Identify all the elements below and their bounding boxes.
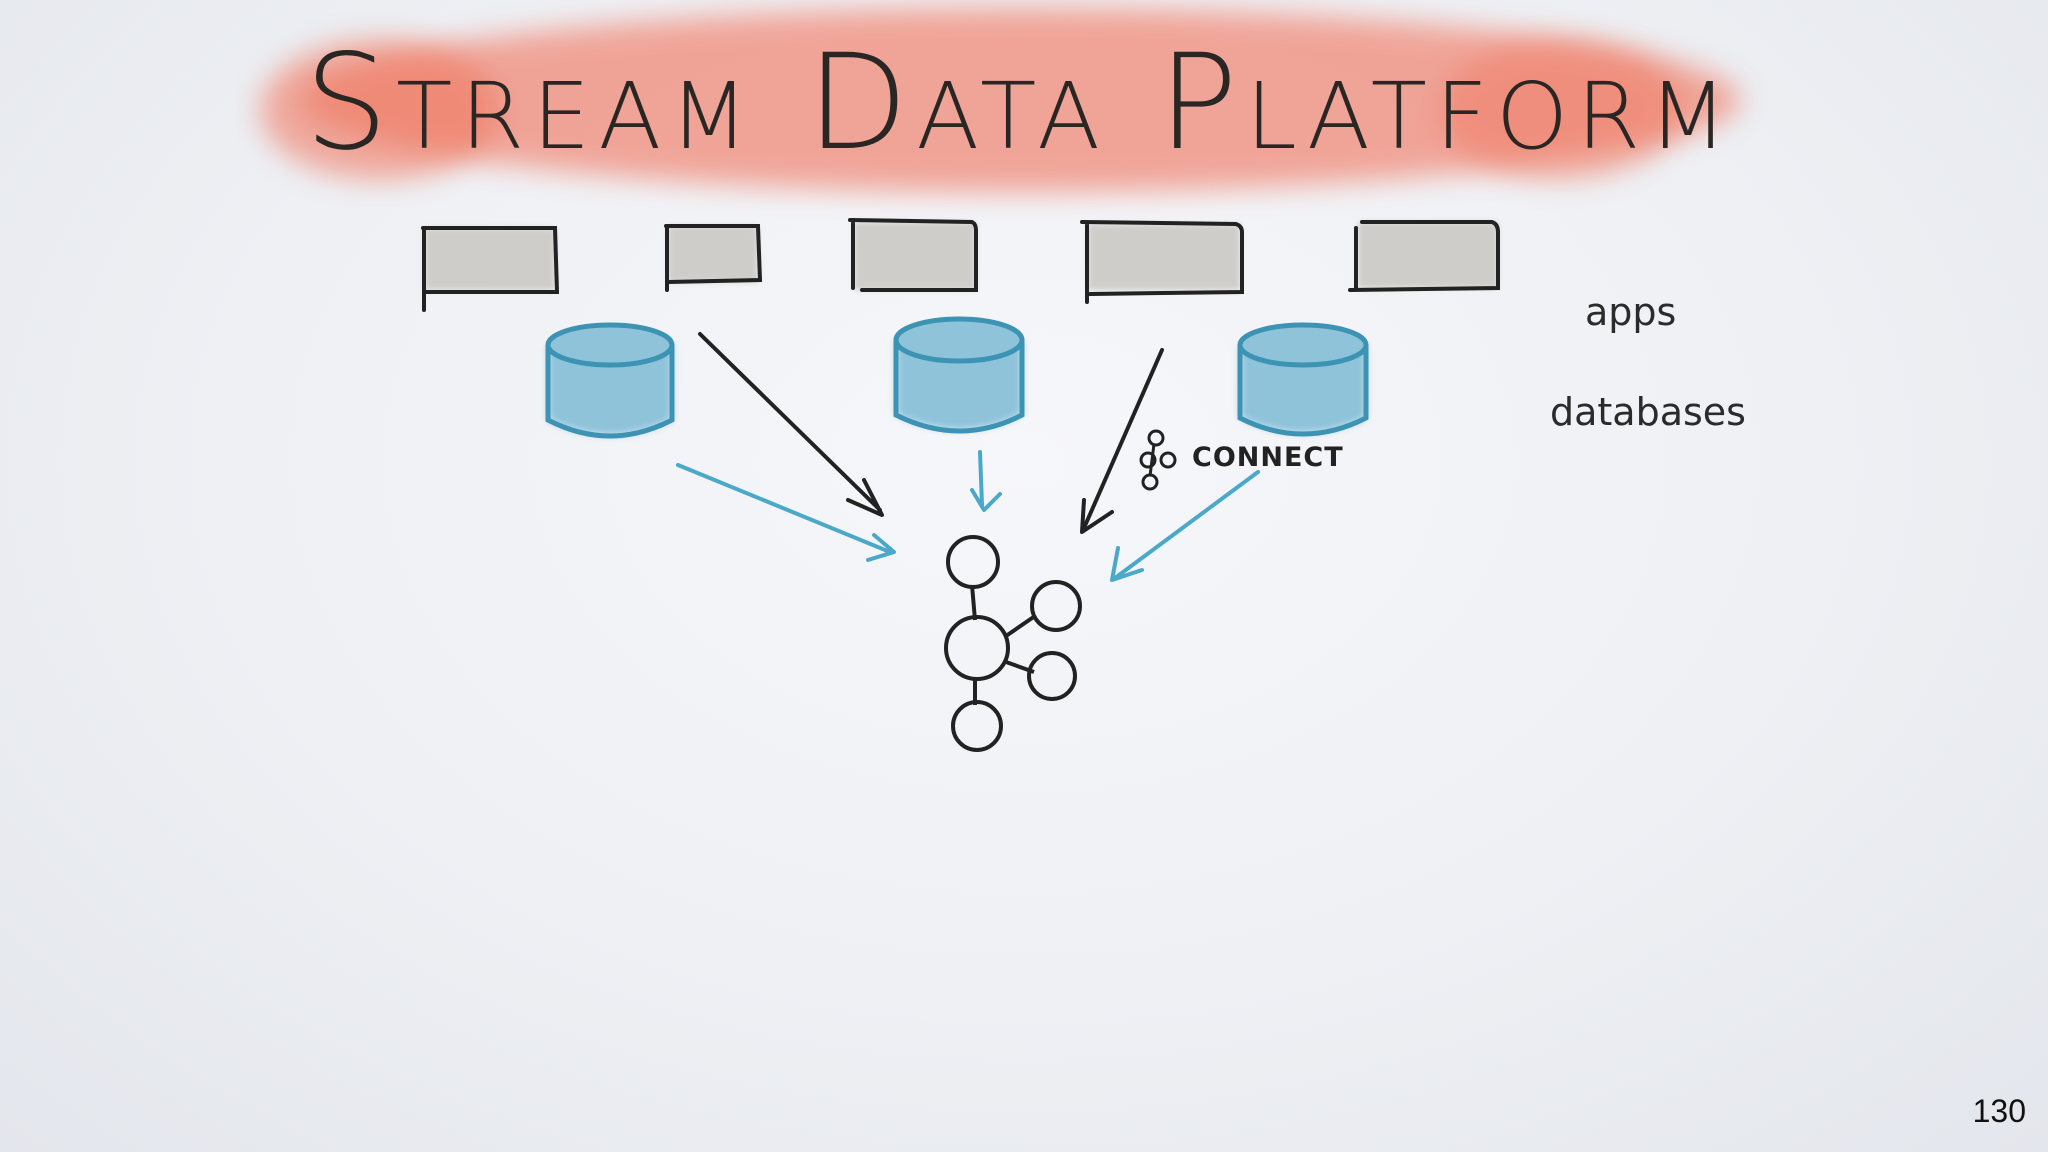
connect-logo-icon [1139,429,1177,491]
app-boxes [421,218,1500,312]
arrow-db-to-hub [1110,470,1260,582]
arrow-app-to-hub [1080,348,1164,534]
app-box [421,226,560,312]
slide-number: 130 [1972,1093,2026,1129]
arrow-db-to-hub [970,450,1002,512]
database-cylinder [893,316,1025,434]
databases-label: databases [1550,390,1746,434]
databases [545,316,1369,439]
connect-label: CONNECT [1192,442,1344,473]
title-highlight [260,8,1740,192]
stream-hub-icon [944,535,1082,752]
apps-label: apps [1585,290,1676,334]
database-cylinder [545,322,675,439]
app-box [1348,220,1500,292]
arrows [676,332,1260,582]
database-cylinder [1237,322,1369,437]
arrow-app-to-hub [698,332,884,517]
page-title: Stream Data Platform [304,26,1735,180]
arrow-db-to-hub [676,463,896,562]
app-box [848,218,978,292]
app-box [1080,220,1244,304]
app-box [664,224,763,292]
